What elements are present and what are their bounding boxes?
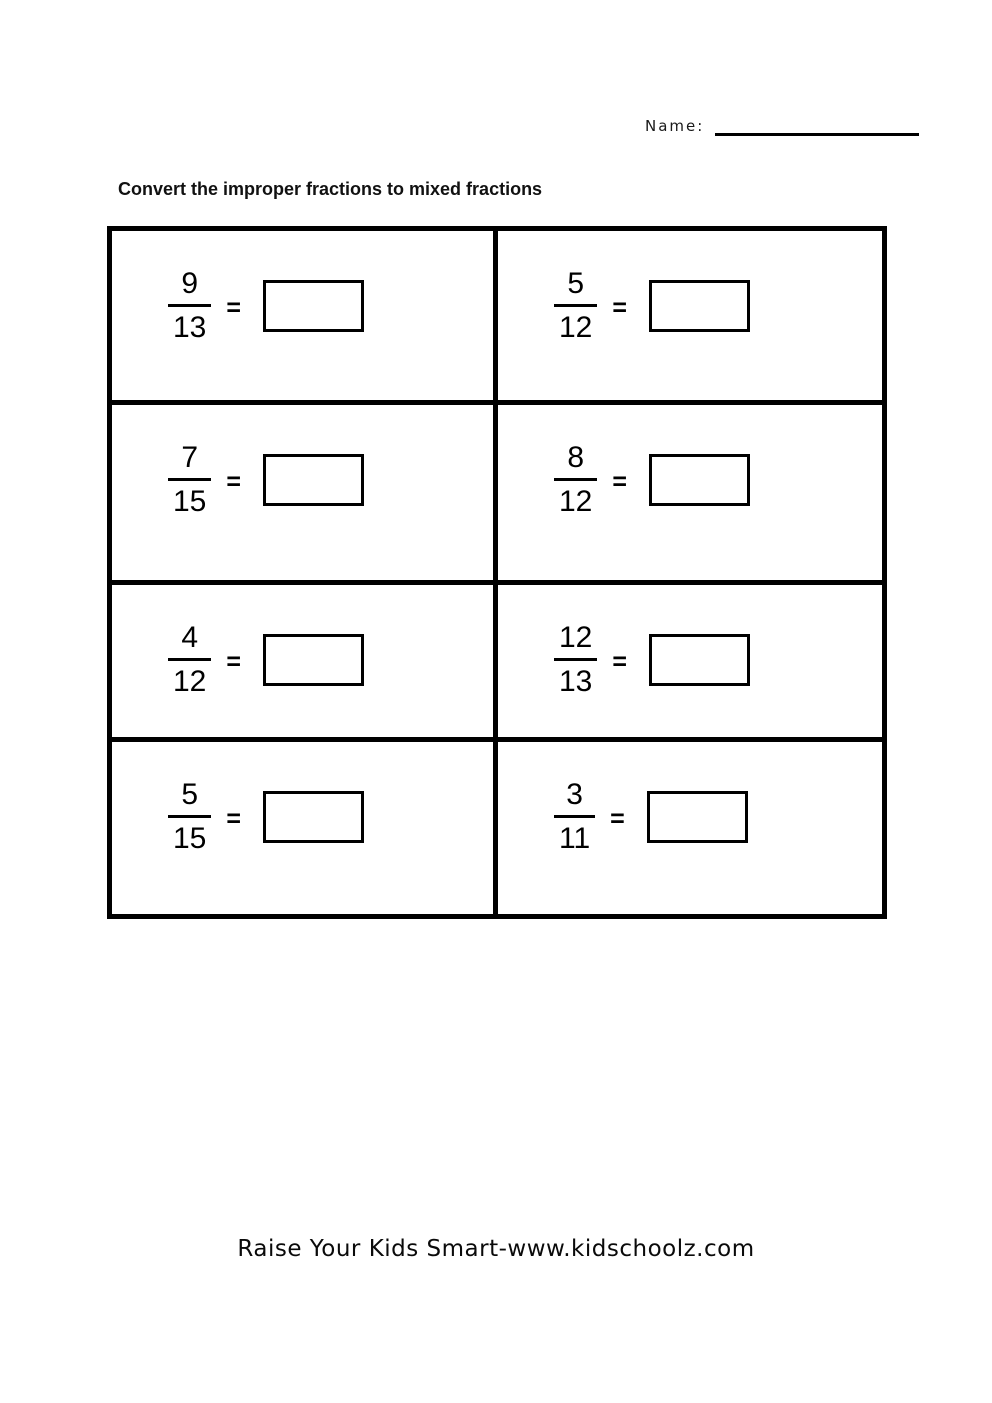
- answer-box[interactable]: [648, 454, 750, 506]
- fraction: 9 13: [168, 269, 212, 344]
- fraction: 5 15: [168, 780, 212, 855]
- answer-box[interactable]: [646, 791, 748, 843]
- equals-sign: =: [226, 293, 241, 322]
- equals-sign: =: [226, 647, 241, 676]
- name-row: Name:: [645, 116, 920, 136]
- problem-3: 7 15 =: [168, 443, 493, 517]
- fraction: 5 12: [554, 269, 598, 344]
- problem-5: 4 12 =: [168, 623, 493, 697]
- denominator: 15: [173, 822, 207, 855]
- denominator: 12: [559, 311, 593, 344]
- name-input-line[interactable]: [715, 118, 920, 136]
- fraction: 4 12: [168, 623, 212, 698]
- problem-2: 5 12 =: [554, 269, 882, 343]
- problem-cell-2: 5 12 =: [498, 231, 882, 405]
- problem-cell-7: 5 15 =: [112, 742, 498, 914]
- problem-cell-8: 3 11 =: [498, 742, 882, 914]
- denominator: 12: [173, 665, 207, 698]
- fraction: 3 11: [554, 780, 596, 855]
- problem-cell-4: 8 12 =: [498, 405, 882, 585]
- equals-sign: =: [612, 647, 627, 676]
- numerator: 3: [554, 780, 596, 818]
- problem-7: 5 15 =: [168, 780, 493, 854]
- denominator: 11: [559, 822, 591, 855]
- worksheet-title: Convert the improper fractions to mixed …: [118, 179, 543, 199]
- fraction: 12 13: [554, 623, 598, 698]
- fraction: 7 15: [168, 443, 212, 518]
- problem-cell-1: 9 13 =: [112, 231, 498, 405]
- denominator: 13: [559, 665, 593, 698]
- numerator: 12: [554, 623, 598, 661]
- answer-box[interactable]: [648, 280, 750, 332]
- numerator: 4: [168, 623, 212, 661]
- problem-cell-3: 7 15 =: [112, 405, 498, 585]
- problems-grid: 9 13 = 5 12 = 7 15 =: [107, 226, 887, 919]
- equals-sign: =: [610, 804, 625, 833]
- problem-6: 12 13 =: [554, 623, 882, 697]
- denominator: 13: [173, 311, 207, 344]
- equals-sign: =: [226, 804, 241, 833]
- numerator: 9: [168, 269, 212, 307]
- name-label: Name:: [645, 117, 705, 135]
- numerator: 5: [554, 269, 598, 307]
- equals-sign: =: [612, 467, 627, 496]
- problem-cell-6: 12 13 =: [498, 585, 882, 742]
- answer-box[interactable]: [262, 634, 364, 686]
- problem-8: 3 11 =: [554, 780, 882, 854]
- answer-box[interactable]: [262, 791, 364, 843]
- answer-box[interactable]: [648, 634, 750, 686]
- denominator: 12: [559, 485, 593, 518]
- problem-1: 9 13 =: [168, 269, 493, 343]
- numerator: 8: [554, 443, 598, 481]
- problem-cell-5: 4 12 =: [112, 585, 498, 742]
- answer-box[interactable]: [262, 280, 364, 332]
- answer-box[interactable]: [262, 454, 364, 506]
- denominator: 15: [173, 485, 207, 518]
- fraction: 8 12: [554, 443, 598, 518]
- equals-sign: =: [226, 467, 241, 496]
- numerator: 5: [168, 780, 212, 818]
- equals-sign: =: [612, 293, 627, 322]
- numerator: 7: [168, 443, 212, 481]
- footer-text: Raise Your Kids Smart-www.kidschoolz.com: [237, 1236, 755, 1262]
- problem-4: 8 12 =: [554, 443, 882, 517]
